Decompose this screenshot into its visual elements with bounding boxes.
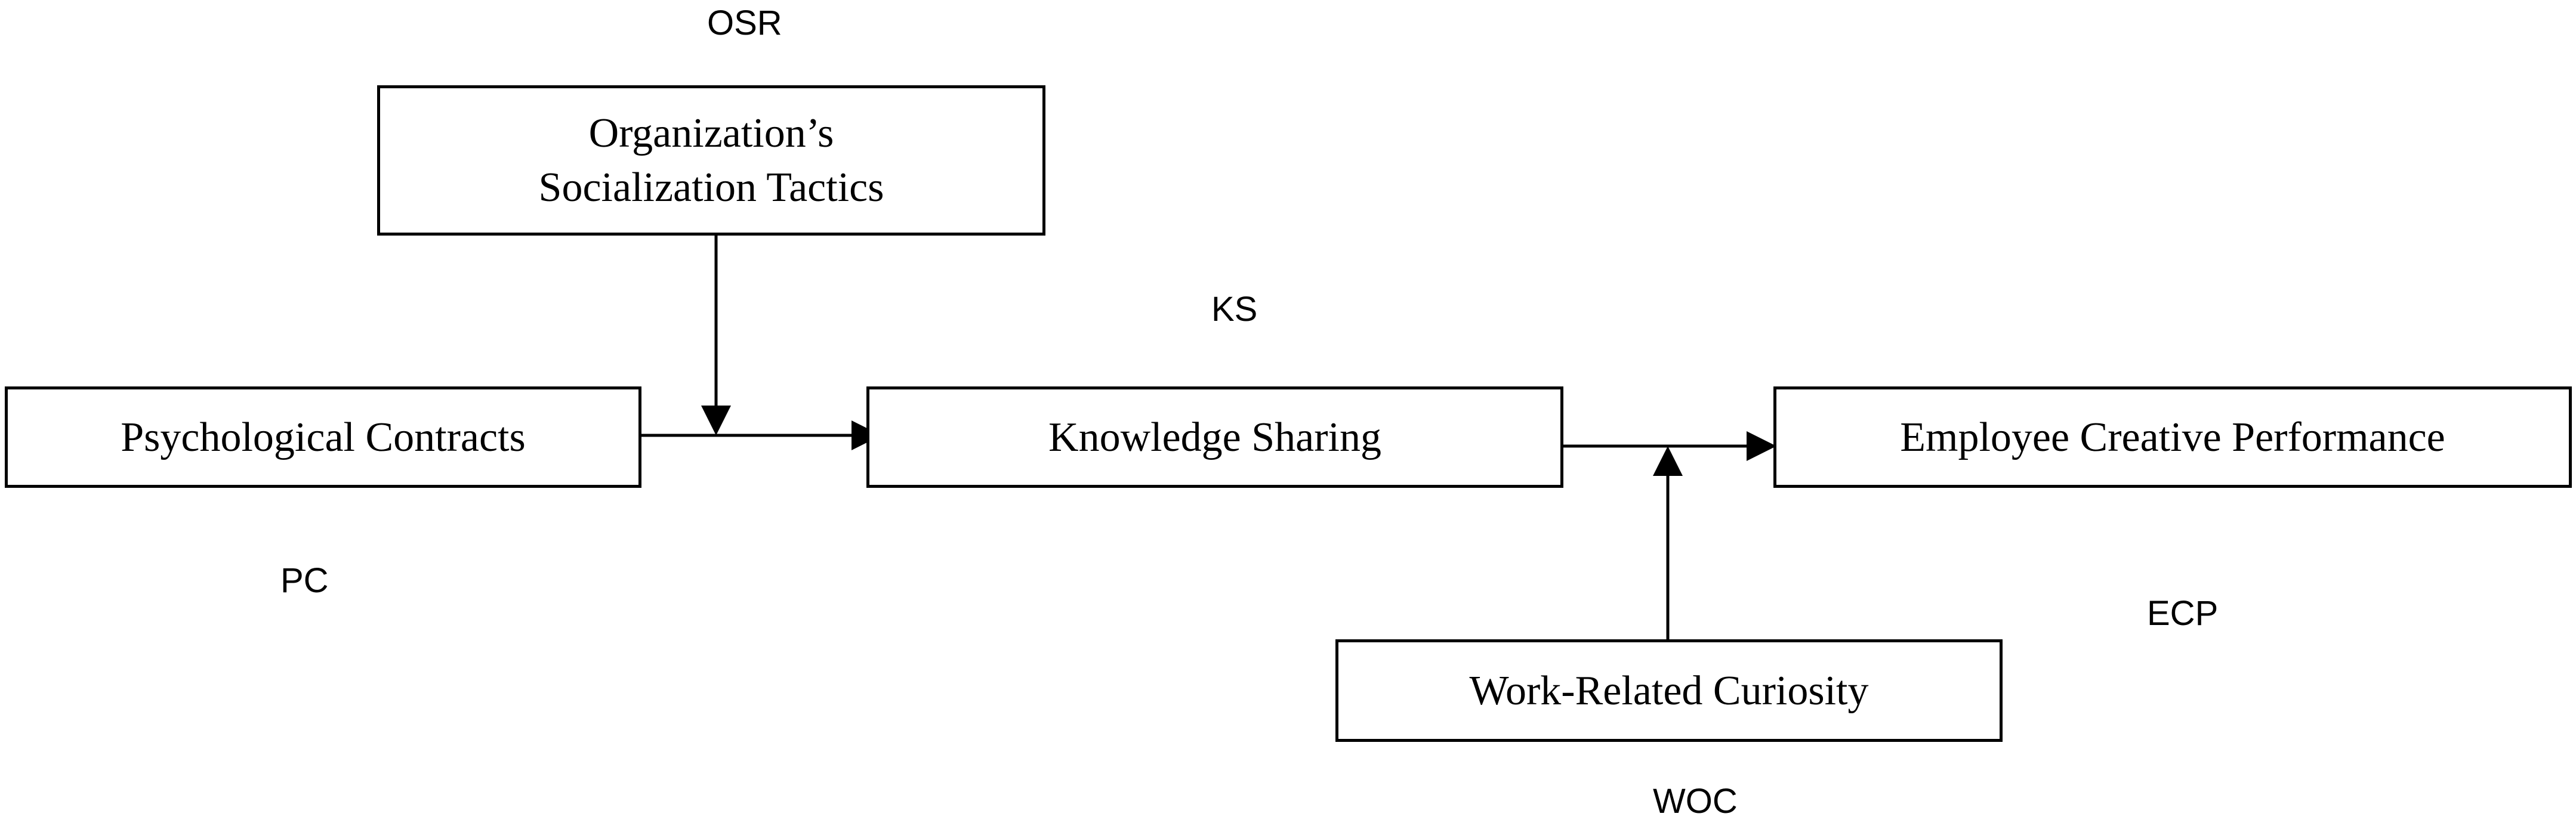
node-wrc-abbr: WOC (1653, 782, 1738, 821)
node-pc-abbr: PC (280, 561, 329, 600)
node-ost-abbr: OSR (707, 4, 782, 42)
node-ks: Knowledge Sharing (866, 386, 1563, 488)
node-ost: Organization’s Socialization Tactics (377, 85, 1045, 236)
node-ks-abbr: KS (1211, 290, 1258, 329)
node-ks-label: Knowledge Sharing (1048, 414, 1381, 460)
node-pc: Psychological Contracts (5, 386, 641, 488)
node-ecp-label: Employee Creative Performance (1900, 414, 2445, 460)
node-ost-label: Organization’s Socialization Tactics (538, 110, 884, 211)
node-wrc: Work-Related Curiosity (1335, 639, 2003, 742)
node-ecp: Employee Creative Performance (1773, 386, 2572, 488)
node-wrc-label: Work-Related Curiosity (1469, 667, 1869, 714)
node-ecp-abbr: ECP (2147, 594, 2219, 633)
node-pc-label: Psychological Contracts (121, 414, 526, 460)
